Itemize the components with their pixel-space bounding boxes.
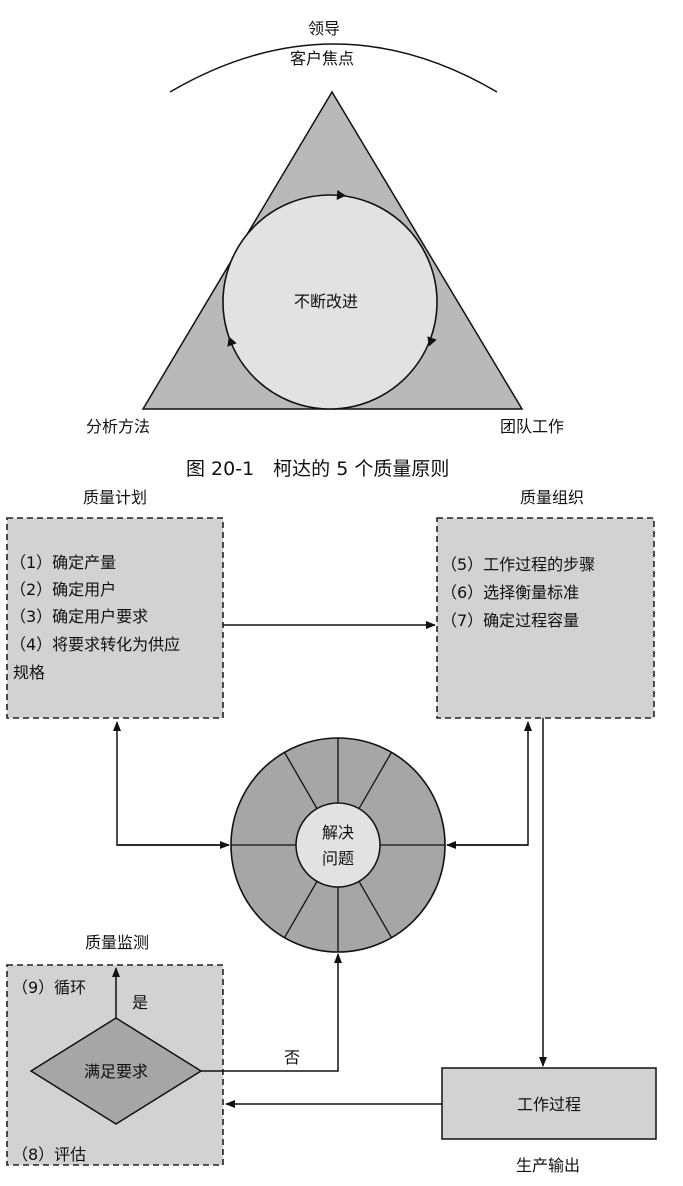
teamwork-label: 团队工作 [500,417,564,436]
organizing-item-6: （6）选择衡量标准 [441,583,579,602]
problem-solving-wheel: 解决 问题 [230,737,446,953]
planning-item-4-cont: 规格 [13,663,45,682]
leadership-label: 领导 [308,19,340,38]
quality-planning-title: 质量计划 [83,488,147,507]
analytical-methods-label: 分析方法 [86,417,150,436]
decision-label: 满足要求 [84,1062,148,1081]
cycle-arrow-top-icon [336,190,346,200]
figure-quality-process: 质量计划 （1）确定产量 （2）确定用户 （3）确定用户要求 （4）将要求转化为… [6,488,657,1175]
customer-focus-label: 客户焦点 [290,49,354,68]
problem-solving-line-2: 问题 [322,849,354,868]
planning-item-2: （2）确定用户 [10,580,116,599]
planning-item-1: （1）确定产量 [10,553,116,572]
figure-quality-principles: 领导 客户焦点 不断改进 分析方法 团队工作 图 20-1 柯达的 5 个质量原… [86,19,564,480]
cycle-arrow-right-icon [427,336,437,347]
no-to-wheel-arrow [201,953,342,1072]
wheel-to-organizing-arrow [447,721,532,846]
quality-monitoring-title: 质量监测 [85,933,149,952]
wheel-hub [295,802,381,888]
continuous-improvement-label: 不断改进 [294,292,358,311]
quality-organizing-box [436,517,655,719]
wheel-to-planning-arrow [113,721,229,846]
leadership-arc [169,43,498,93]
organizing-item-5: （5）工作过程的步骤 [441,555,595,574]
yes-label: 是 [132,993,148,1012]
work-process-label: 工作过程 [517,1095,581,1114]
quality-planning-box [6,517,224,719]
work-process-box [441,1067,657,1140]
organizing-item-7: （7）确定过程容量 [441,611,579,630]
decision-diamond [29,1017,203,1125]
planning-item-3: （3）确定用户要求 [10,607,148,626]
evaluate-label: （8）评估 [12,1145,86,1164]
continuous-improvement-circle [222,194,438,410]
problem-solving-line-1: 解决 [322,823,354,842]
monitoring-cycle-label: （9）循环 [12,978,86,997]
planning-item-4: （4）将要求转化为供应 [10,635,180,654]
quality-organizing-title: 质量组织 [520,488,584,507]
cycle-arrow-left-icon [227,336,237,347]
production-output-label: 生产输出 [516,1156,580,1175]
no-label: 否 [284,1048,300,1067]
figure-caption: 图 20-1 柯达的 5 个质量原则 [186,458,449,480]
